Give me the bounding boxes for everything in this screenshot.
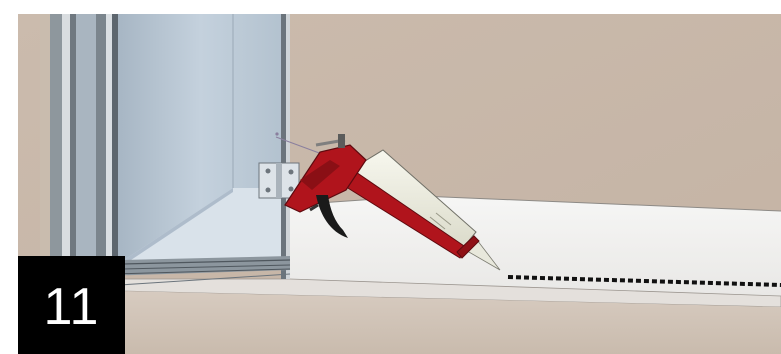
step-number-badge: 11 [18, 256, 125, 354]
step-number: 11 [44, 281, 100, 333]
window-frame [40, 14, 290, 285]
